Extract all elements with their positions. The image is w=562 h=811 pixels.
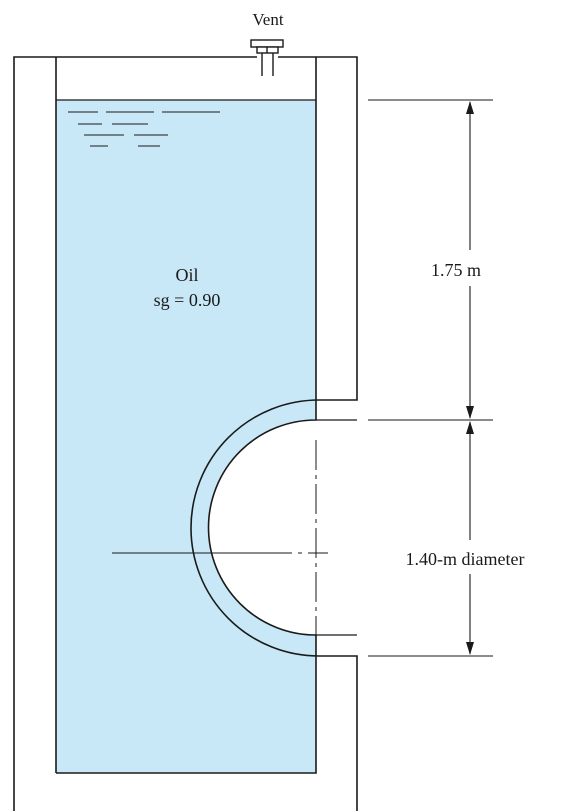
surface-ripple-marks [68, 111, 220, 147]
height-dimension-label: 1.75 m [431, 260, 481, 280]
vent-label: Vent [252, 10, 283, 29]
oil-fill [56, 100, 316, 773]
diameter-dimension-label: 1.40-m diameter [406, 549, 525, 569]
dimension-extension-lines [368, 99, 493, 657]
vent-pipe [250, 39, 284, 76]
diameter-dimension-line [466, 421, 474, 655]
tank-outer-wall [13, 56, 358, 811]
fluid-property-label: sg = 0.90 [154, 290, 221, 310]
fluid-name-label: Oil [175, 265, 198, 285]
height-dimension-line [466, 101, 474, 419]
tank-inner-wall [55, 57, 317, 774]
